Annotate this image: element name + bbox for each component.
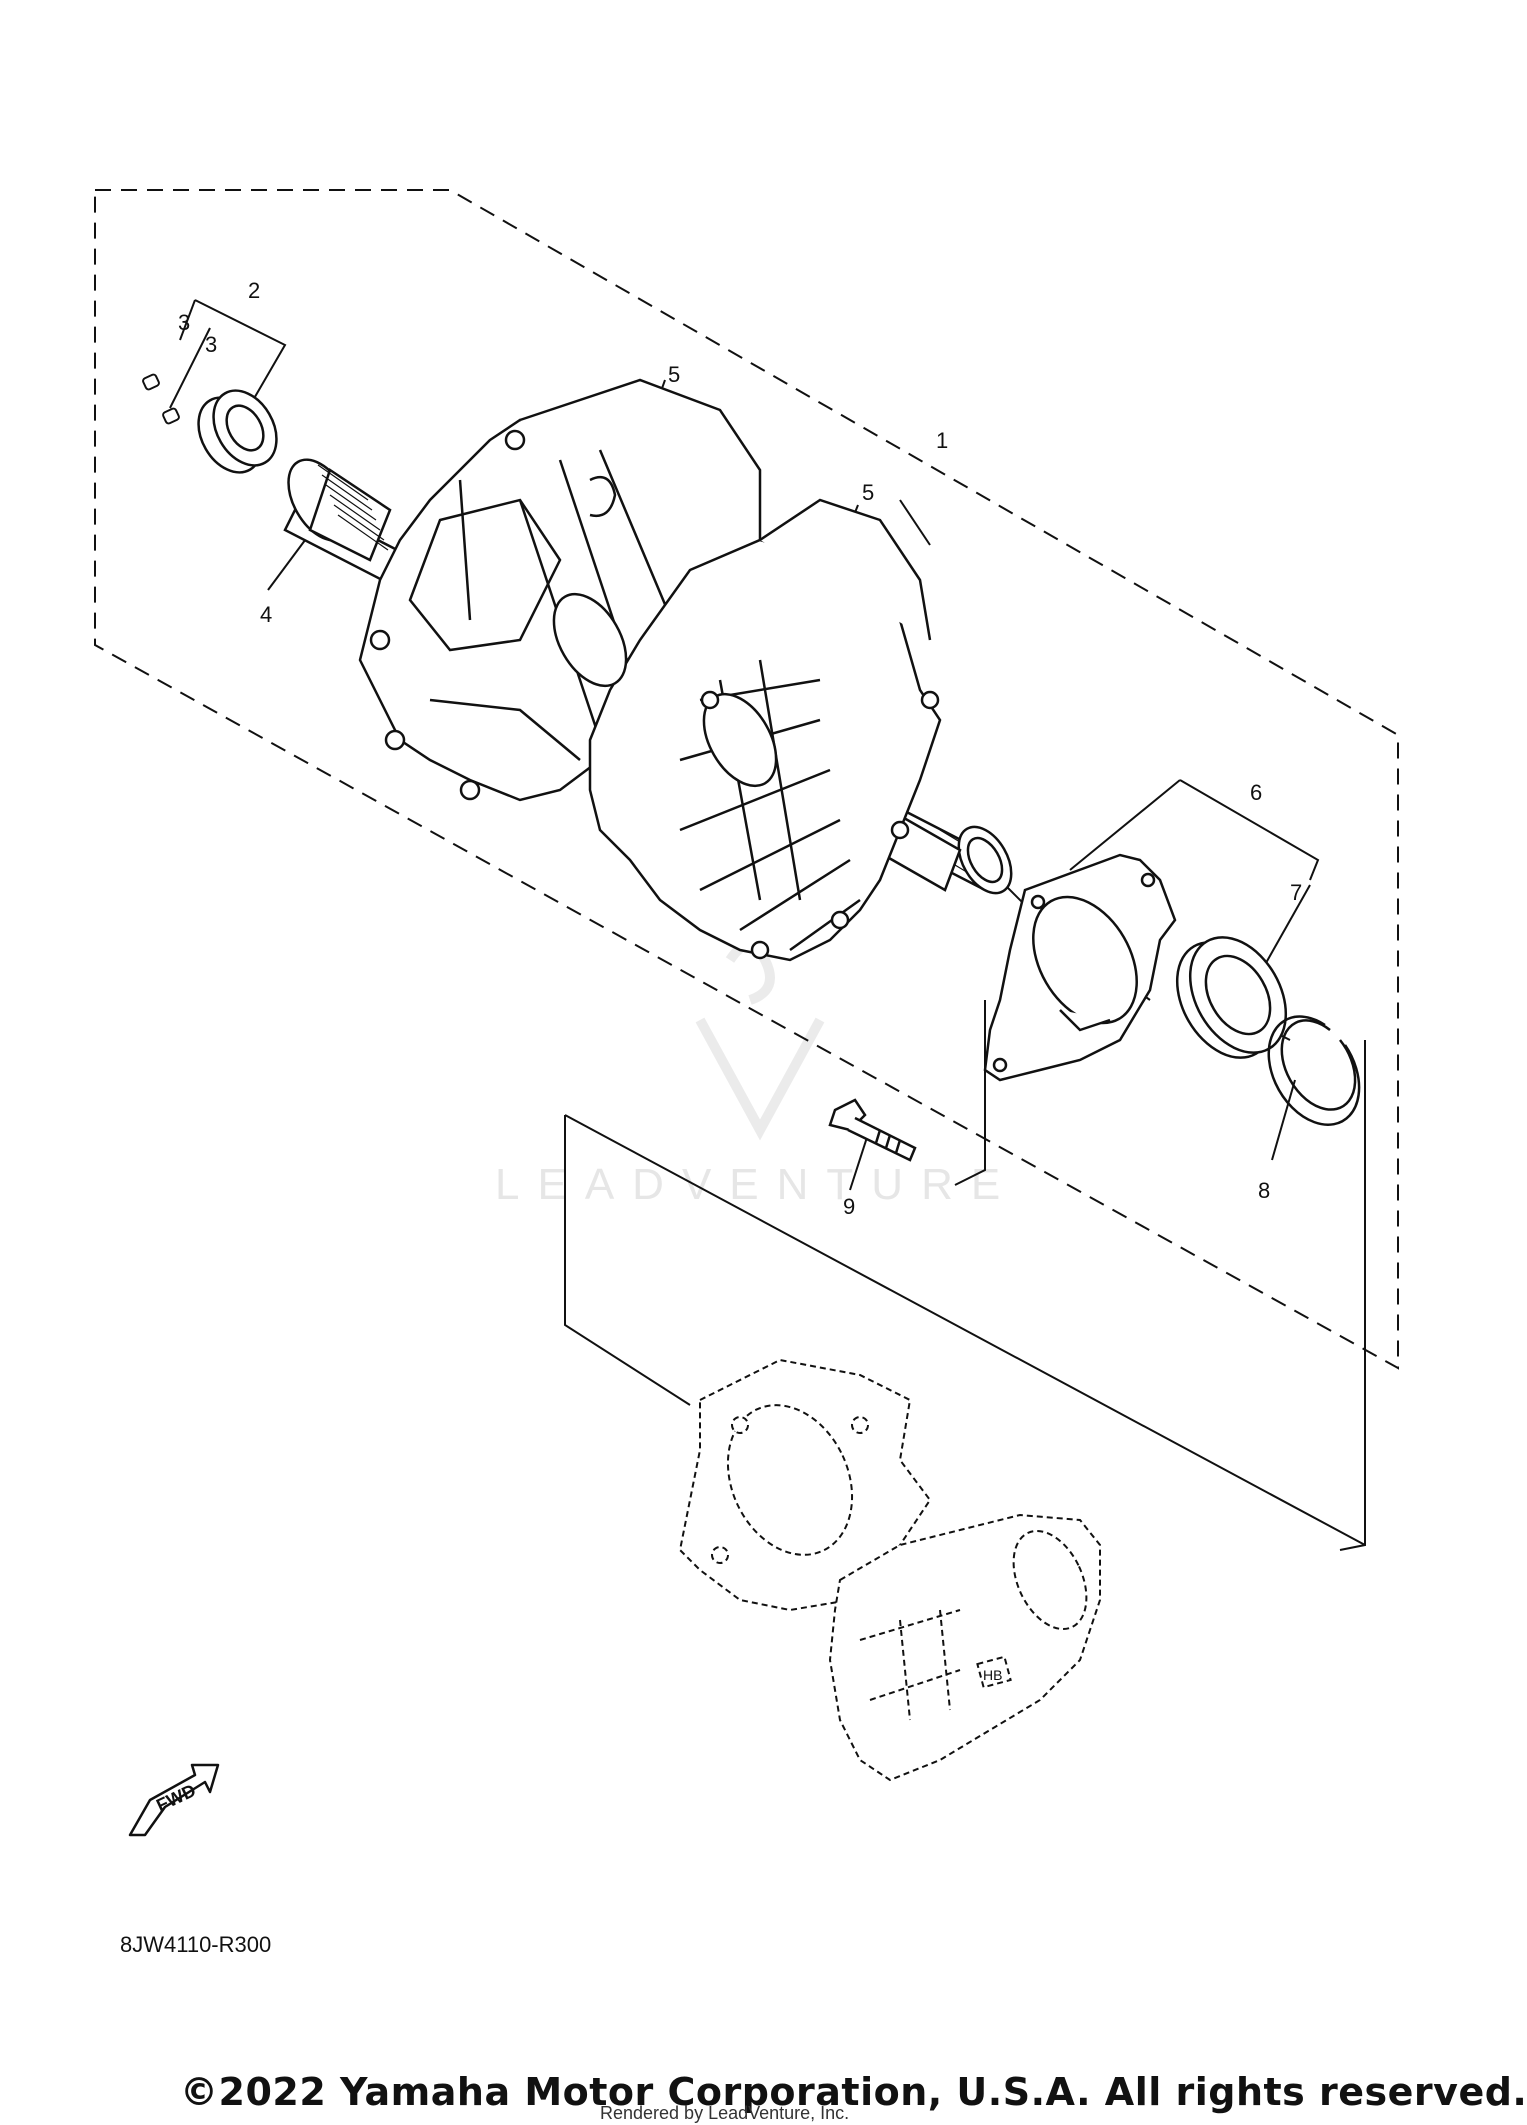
bolt-reference-line <box>954 1000 986 1186</box>
callout-5a: 5 <box>668 362 680 387</box>
rendered-by: Rendered by LeadVenture, Inc. <box>600 2103 850 2123</box>
copyright-notice: ©2022 Yamaha Motor Corporation, U.S.A. A… <box>180 2070 1527 2114</box>
callout-8: 8 <box>1258 1178 1270 1203</box>
brake-caliper: HB <box>828 1513 1101 1782</box>
bearing-plate-part-6 <box>983 853 1177 1082</box>
bolt-part-9 <box>828 1098 917 1162</box>
circlip-part-8 <box>1267 1015 1361 1126</box>
part-code: 8JW4110-R300 <box>120 1932 272 1957</box>
callout-2: 2 <box>248 278 260 303</box>
assembly-outline <box>94 189 1399 1370</box>
callout-9: 9 <box>843 1194 855 1219</box>
callout-6: 6 <box>1250 780 1262 805</box>
callout-1: 1 <box>936 428 948 453</box>
drive-sprocket-part-5-right <box>552 498 942 962</box>
brake-reference-outline <box>564 1040 1366 1551</box>
pin-part-3 <box>142 373 180 425</box>
brake-plate <box>678 1358 932 1612</box>
callout-7: 7 <box>1290 880 1302 905</box>
callout-4: 4 <box>260 602 272 627</box>
caliper-marking: HB <box>983 1667 1002 1683</box>
callout-3b: 3 <box>205 332 217 357</box>
callout-3a: 3 <box>178 310 190 335</box>
fwd-arrow: FWD <box>128 1763 220 1837</box>
watermark-text: LEADVENTURE <box>495 1160 1019 1209</box>
bearing-part-7 <box>1175 936 1288 1059</box>
seal-part-2 <box>197 389 278 474</box>
callout-5b: 5 <box>862 480 874 505</box>
